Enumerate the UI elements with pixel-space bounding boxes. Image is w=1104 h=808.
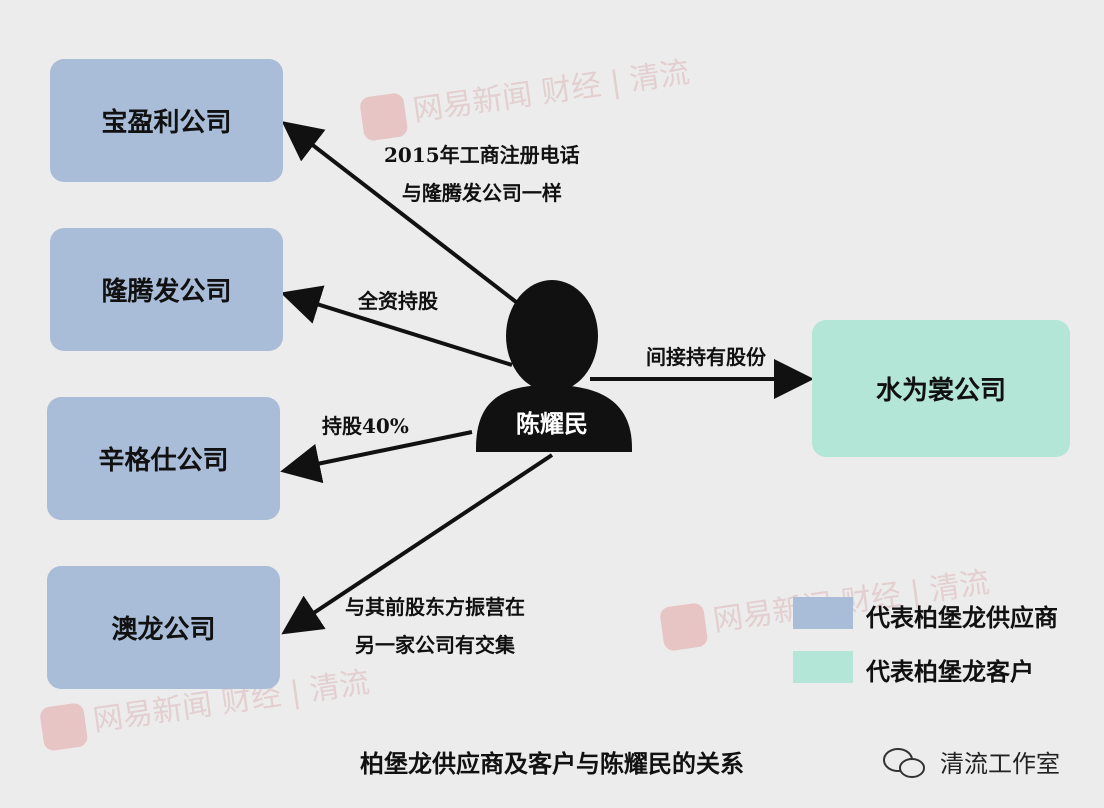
arrow-to-longtengfa	[280, 285, 513, 367]
diagram-caption: 柏堡龙供应商及客户与陈耀民的关系	[360, 749, 744, 778]
customer-box-shuiweishang: 水为裳公司	[812, 320, 1070, 457]
relation-label-longtengfa: 全资持股	[358, 289, 438, 313]
relation-label-baoyingli: 2015年工商注册电话 与隆腾发公司一样	[384, 143, 580, 205]
relation-label-shuiweishang: 间接持有股份	[646, 345, 766, 369]
legend-swatch-customer	[793, 651, 853, 683]
legend-label-customer: 代表柏堡龙客户	[866, 657, 1034, 686]
relation-label-aolong: 与其前股东方振营在 另一家公司有交集	[345, 595, 525, 657]
supplier-name: 辛格仕公司	[98, 446, 229, 476]
arrow-to-aolong	[281, 453, 554, 635]
supplier-name: 隆腾发公司	[101, 277, 232, 307]
supplier-box-xingeshi: 辛格仕公司	[47, 397, 280, 520]
supplier-name: 宝盈利公司	[101, 108, 232, 138]
legend-label-supplier: 代表柏堡龙供应商	[866, 603, 1058, 632]
arrow-to-xingeshi	[280, 430, 473, 484]
person-name: 陈耀民	[516, 409, 588, 438]
supplier-box-baoyingli: 宝盈利公司	[50, 59, 283, 182]
supplier-box-aolong: 澳龙公司	[47, 566, 280, 689]
arrow-to-baoyingli	[281, 121, 522, 307]
legend-swatch-supplier	[793, 597, 853, 629]
customer-name: 水为裳公司	[875, 376, 1006, 406]
person-icon	[476, 280, 632, 452]
studio-name: 清流工作室	[940, 750, 1060, 778]
supplier-name: 澳龙公司	[111, 615, 216, 645]
supplier-box-longtengfa: 隆腾发公司	[50, 228, 283, 351]
wechat-icon	[883, 748, 925, 778]
relation-label-xingeshi: 持股40%	[322, 414, 409, 438]
